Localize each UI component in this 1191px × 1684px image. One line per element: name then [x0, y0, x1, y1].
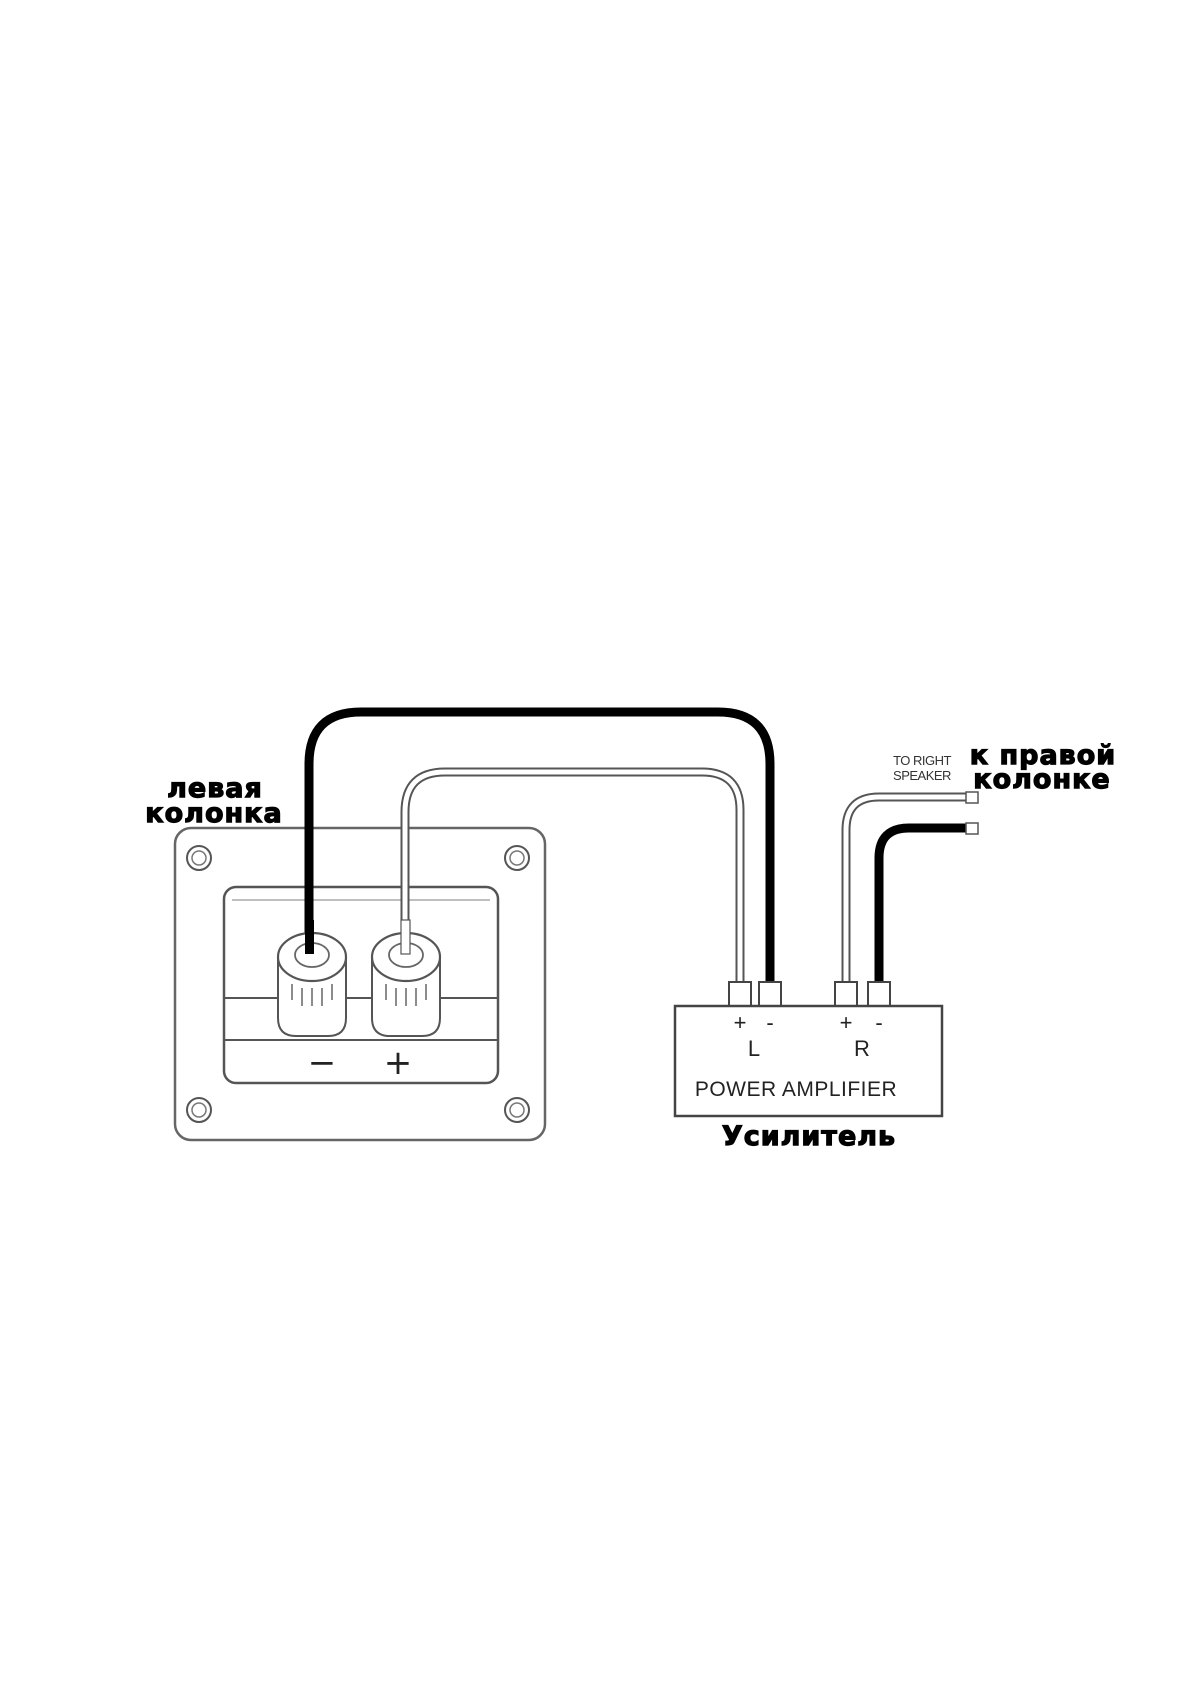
power-amplifier: + - + - L R POWER AMPLIFIER	[675, 982, 942, 1116]
left-speaker-label-line2: колонка	[145, 798, 282, 829]
white-wire-right	[846, 792, 978, 985]
to-right-speaker-line2: SPEAKER	[893, 768, 951, 783]
black-wire-right	[879, 823, 978, 985]
terminal-plus-sign: +	[384, 1043, 413, 1083]
amp-channel-left: L	[748, 1036, 760, 1061]
amp-channel-right: R	[854, 1036, 870, 1061]
speaker-terminal-plate: − +	[175, 828, 545, 1140]
right-speaker-label-line2: колонке	[973, 764, 1111, 795]
amplifier-label-ru: Усилитель	[722, 1121, 896, 1152]
terminal-recess	[224, 887, 498, 1083]
amp-right-plus: +	[840, 1010, 853, 1035]
amp-left-minus: -	[766, 1010, 773, 1035]
to-right-speaker-line1: TO RIGHT	[893, 753, 951, 768]
terminal-minus-sign: −	[308, 1043, 337, 1083]
amp-right-minus: -	[875, 1010, 882, 1035]
amp-title: POWER AMPLIFIER	[695, 1078, 897, 1101]
amp-left-plus: +	[734, 1010, 747, 1035]
